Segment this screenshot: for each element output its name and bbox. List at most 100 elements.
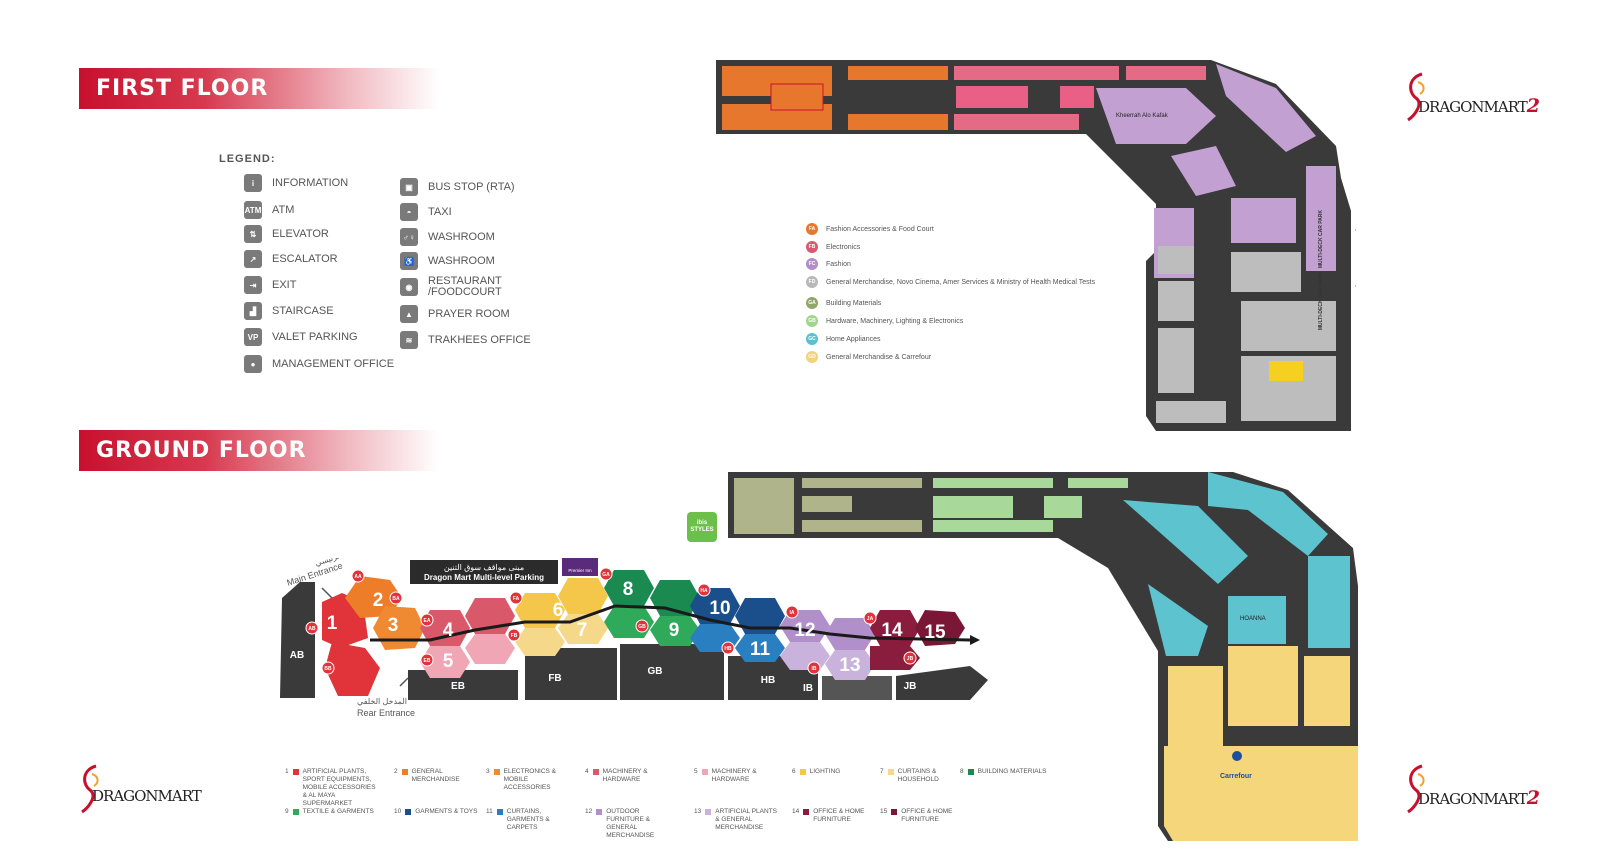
zone-label: General Merchandise, Novo Cinema, Amer S… [826,278,1096,286]
legend-item: ATM ATM [244,201,294,219]
legend-item-label: STAIRCASE [272,305,334,317]
legend-item-label: ATM [272,204,295,216]
gate-badge [863,611,877,625]
ff-zone-fc-block [1306,166,1336,271]
gate-code: FB [511,633,518,639]
zone-label: General Merchandise & Carrefour [826,353,932,361]
carrefour-logo-icon [1232,751,1242,761]
zone-label: Fashion Accessories & Food Court [826,225,934,233]
zone-badge: FB [806,241,818,253]
gf-zone-gb-block [1068,478,1128,488]
dragon-emblem-icon [1407,764,1425,814]
category-swatch [799,769,806,775]
gf-store-label: Carrefour [1220,773,1252,780]
category-number: 2 [394,768,398,775]
section-number: 9 [669,620,680,641]
category-number: 14 [792,808,800,815]
legend-item-label: WASHROOM [428,255,495,267]
parking-label: AB [290,650,304,661]
zone-label: Fashion [826,260,851,268]
legend-item: ≋TRAKHEES OFFICE [400,331,531,349]
gf-zone-gc-block [1123,500,1248,584]
category-number: 5 [694,768,698,775]
parking-label: FB [548,673,561,684]
staircase-icon: ▟ [244,302,262,320]
gate-badge [697,583,711,597]
gf-zone-gd-block [1304,656,1350,726]
zone-legend-item: FC Fashion [806,258,851,270]
category-swatch [596,809,603,815]
category-label: MACHINERY & HARDWARE [711,768,757,783]
main-walkway [370,604,971,642]
carrefour-block [1164,746,1358,841]
dragonmart-logo: DRAGONMART [92,787,202,805]
parking-sign-en: Dragon Mart Multi-level Parking [424,573,544,582]
valet-parking-icon: VP [244,328,262,346]
section-number: 6 [553,600,564,621]
washroom-icon: ♂♀ [400,228,418,246]
gf-zone-ga-block [802,496,852,512]
category-swatch [701,769,708,775]
gate-badge [389,591,403,605]
gate-code: GA [602,572,610,578]
category-swatch [292,769,299,775]
prayer-room-icon: ▲ [400,305,418,323]
car-park-label: MULTI-DECK CAR PARK [1318,210,1324,269]
parking-label: IB [803,683,813,694]
legend-item: ▲PRAYER ROOM [400,305,510,323]
ff-zone-fd-block [1158,281,1194,321]
category-swatch [803,809,810,815]
legend-item: ⇅ELEVATOR [244,225,329,243]
gate-code: AA [354,574,362,580]
category-swatch [592,769,599,775]
atm-icon: ATM [244,201,262,219]
category-swatch [496,809,503,815]
zone-badge: FC [806,258,818,270]
section-number: 12 [794,620,815,641]
legend-item: ♂♀WASHROOM [400,228,495,246]
dragon-emblem-icon [81,764,99,814]
legend-item-label: TAXI [428,206,452,218]
section-number: 13 [839,655,860,676]
gate-badge [785,605,799,619]
gate-code: AB [308,626,316,632]
legend-item-label: VALET PARKING [272,331,358,343]
category-label: MACHINERY & HARDWARE [602,768,648,783]
section-number: 8 [623,579,634,600]
ff-zone-fd-block [1156,401,1226,423]
category-swatch [401,769,408,775]
legend-item-label: INFORMATION [272,177,349,189]
parking-sign-box [410,560,558,584]
ff-zone-fc-block [1216,64,1316,152]
category-swatch [493,769,500,775]
gf-zone-gc-block [1308,556,1350,648]
parking-sign-ar: مبنى مواقف سوق التنين [444,563,524,572]
category-swatch [705,809,712,815]
dragonmart2-logo-top: DRAGONMART2 [1418,95,1540,117]
zone-label: Home Appliances [826,335,881,343]
category-number: 13 [694,808,702,815]
gate-badge [420,653,434,667]
category-number: 3 [486,768,490,775]
category-number: 9 [285,808,289,815]
section-number: 5 [443,651,454,672]
gf-zone-ga-block [802,520,922,532]
legend-item: ◉RESTAURANT /FOODCOURT [400,276,502,298]
rear-entrance-en: Rear Entrance [357,708,415,718]
premier-inn-label: Premier Inn [568,568,592,573]
gate-code: BB [324,666,332,672]
gf-zone-gb-block [933,520,1053,532]
gate-code: EB [424,658,431,664]
section-number: 11 [750,639,771,660]
ff-zone-fc-block [1171,146,1236,196]
gf-zone-ga-block [734,478,794,534]
ff-zone-fb-block [1060,86,1094,108]
